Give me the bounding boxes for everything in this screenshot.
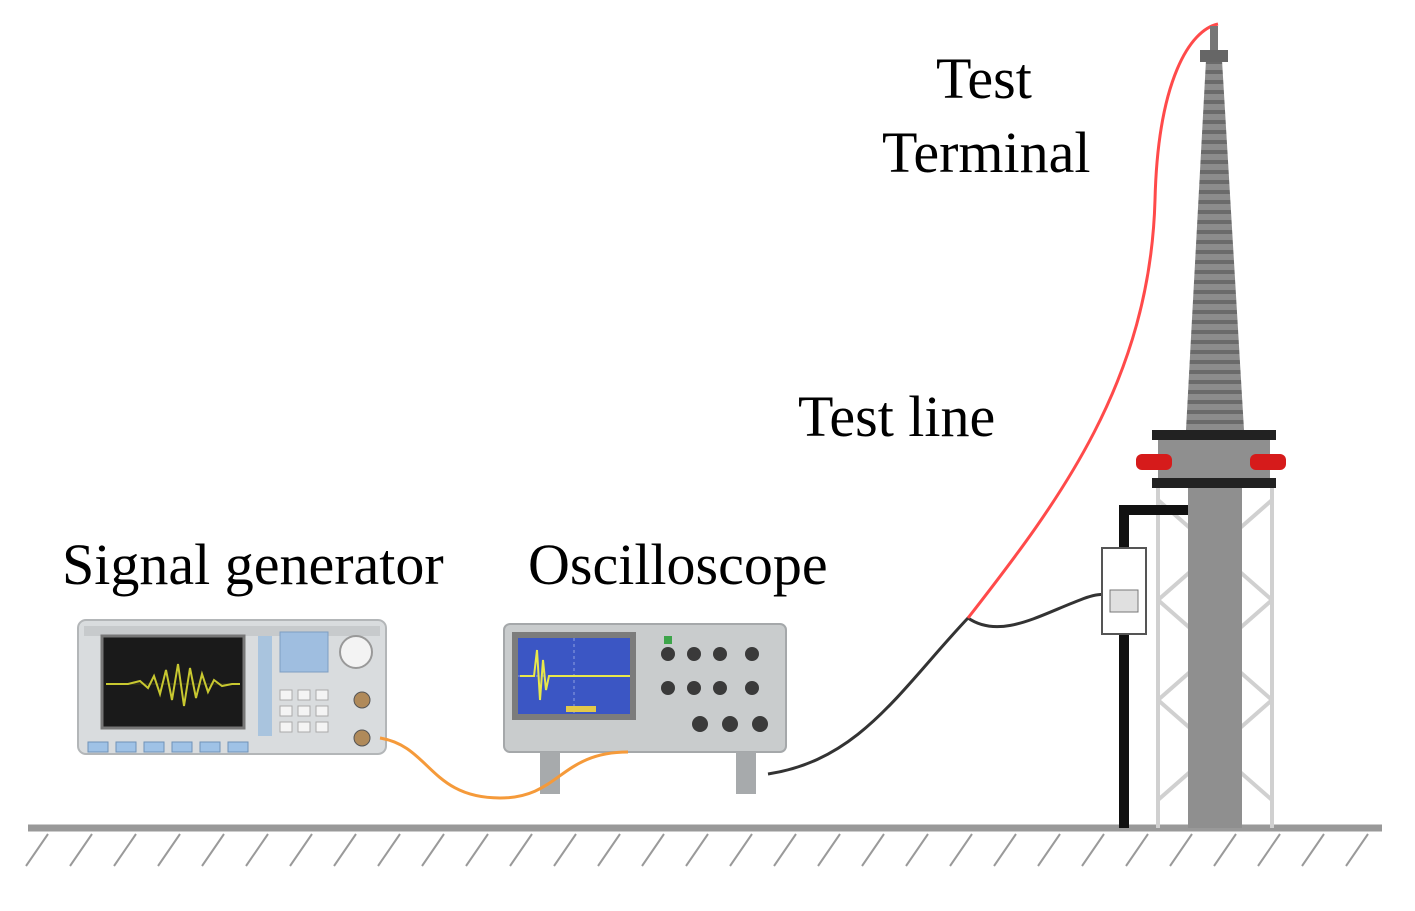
test-terminal-label-line1: Test [936, 46, 1032, 111]
test-line [966, 22, 1219, 619]
ground-hatch-mark [861, 833, 885, 867]
ground-hatch-mark [25, 833, 49, 867]
function-generator-icon [77, 619, 387, 755]
ground-cable [767, 593, 1122, 776]
ground-hatch-mark [1301, 833, 1325, 867]
ground-hatch-mark [597, 833, 621, 867]
ground-hatch-mark [289, 833, 313, 867]
oscilloscope-label: Oscilloscope [528, 532, 828, 597]
ground-hatch-mark [509, 833, 533, 867]
ground-hatch-mark [113, 833, 137, 867]
signal-generator-label: Signal generator [62, 532, 444, 597]
ground-hatch-mark [729, 833, 753, 867]
ground-hatch-mark [993, 833, 1017, 867]
ground-hatch-mark [245, 833, 269, 867]
ground-hatch-icon [25, 824, 1382, 867]
ground-hatch-mark [333, 833, 357, 867]
ground-hatch-mark [377, 833, 401, 867]
ground-hatch-mark [69, 833, 93, 867]
ground-hatch-mark [817, 833, 841, 867]
ground-hatch-mark [773, 833, 797, 867]
ground-lead [1119, 505, 1188, 828]
ground-hatch-mark [641, 833, 665, 867]
test-line-label: Test line [798, 384, 996, 449]
ground-hatch-mark [685, 833, 709, 867]
ground-hatch-mark [1213, 833, 1237, 867]
ground-hatch-mark [553, 833, 577, 867]
ground-hatch-mark [201, 833, 225, 867]
ground-hatch-mark [949, 833, 973, 867]
coax-cable [379, 736, 629, 800]
ground-hatch-mark [1345, 833, 1369, 867]
ground-hatch-mark [905, 833, 929, 867]
oscilloscope-icon [503, 623, 787, 794]
ground-hatch-mark [1257, 833, 1281, 867]
ground-hatch-mark [1125, 833, 1149, 867]
test-terminal-label-line2: Terminal [882, 120, 1091, 185]
hv-bushing-icon [1136, 26, 1286, 828]
ground-hatch-mark [465, 833, 489, 867]
ground-hatch-mark [1169, 833, 1193, 867]
ground-hatch-mark [421, 833, 445, 867]
ground-hatch-mark [1081, 833, 1105, 867]
ground-hatch-mark [157, 833, 181, 867]
ground-hatch-mark [1037, 833, 1061, 867]
sensor-box-icon [1101, 547, 1147, 635]
